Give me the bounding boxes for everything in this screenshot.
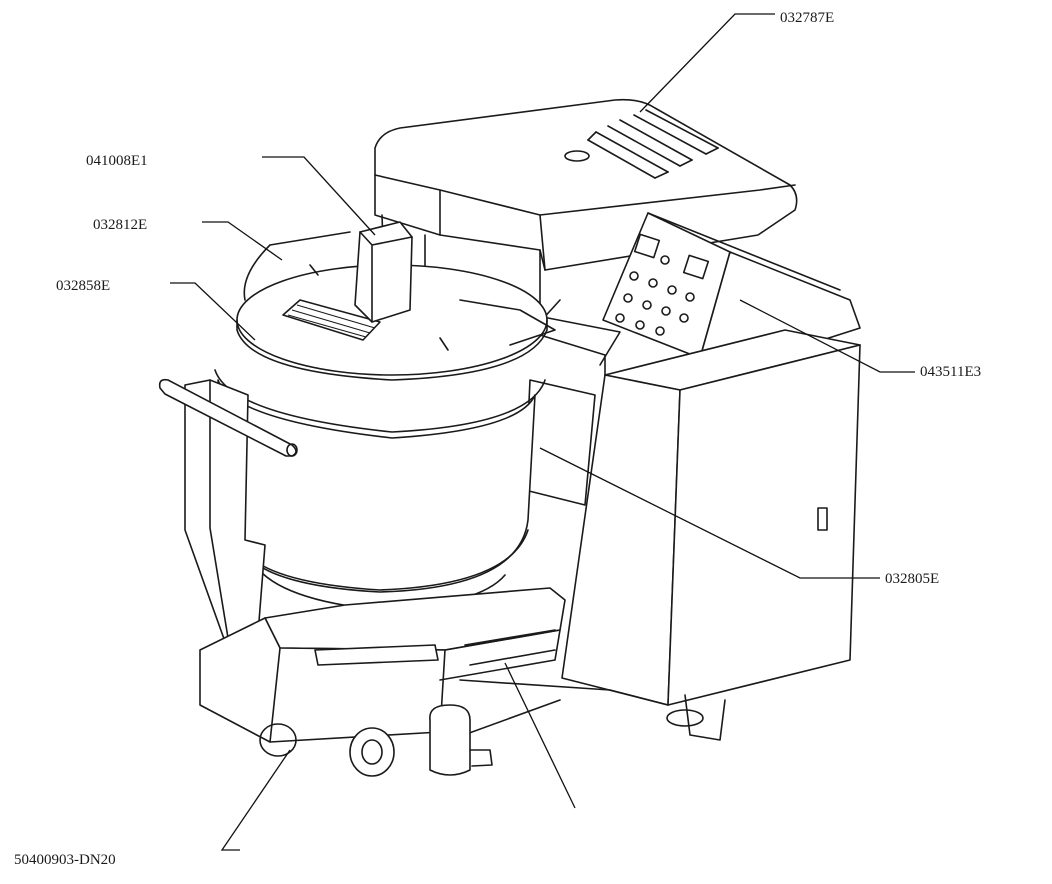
- bowl-arm: [158, 378, 298, 673]
- label-032805E: 032805E: [885, 571, 939, 587]
- leader-lines: [170, 13, 915, 851]
- label-50400903-DN20: 50400903-DN20: [14, 852, 116, 868]
- lid-grille: [282, 299, 381, 341]
- label-043511E3: 043511E3: [920, 364, 981, 380]
- label-032858E: 032858E: [56, 278, 110, 294]
- trolley-base: [199, 587, 669, 777]
- bowl: [214, 369, 546, 611]
- vent-slots: [587, 109, 719, 179]
- label-032812E: 032812E: [93, 217, 147, 233]
- center-block: [354, 221, 413, 323]
- electrical-cabinet: [561, 329, 861, 741]
- part-labels: 032787E 041008E1 032812E 032858E 043511E…: [14, 10, 981, 868]
- label-041008E1: 041008E1: [86, 153, 148, 169]
- head-housing: [374, 98, 798, 323]
- control-panel: [602, 212, 861, 361]
- label-032787E: 032787E: [780, 10, 834, 26]
